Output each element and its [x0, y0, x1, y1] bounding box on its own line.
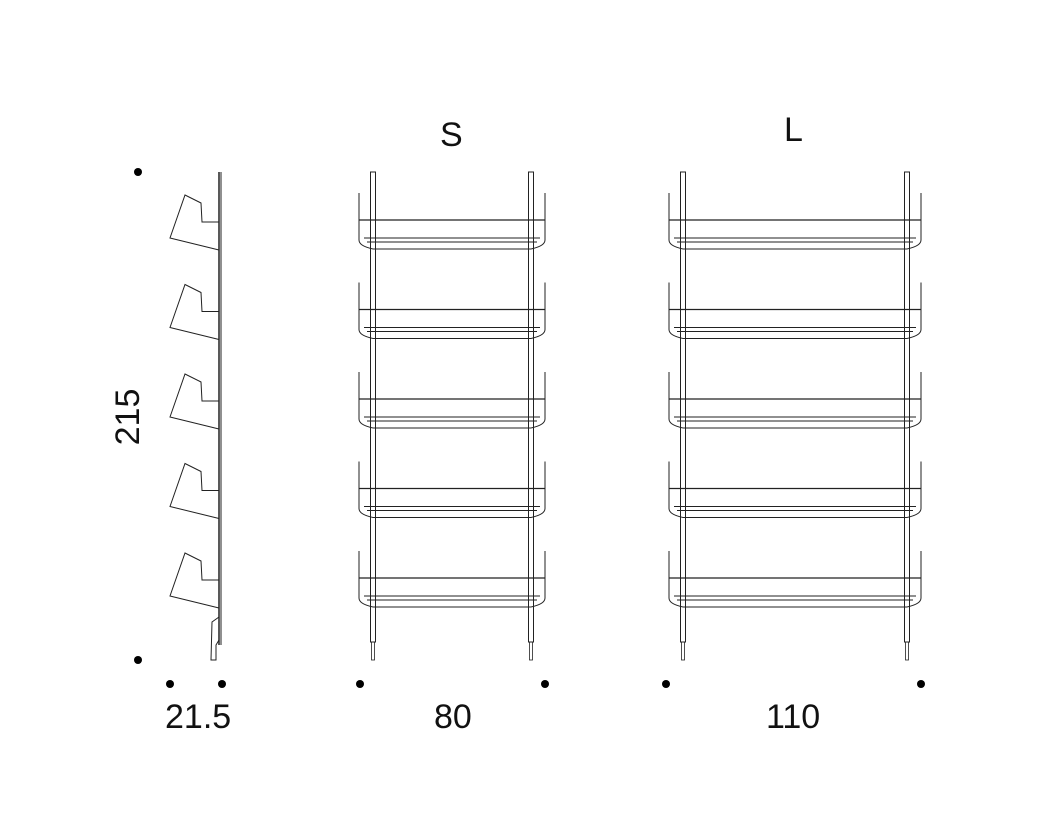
- dimension-dot: [356, 680, 364, 688]
- unit-s-shelf-corner: [530, 597, 546, 608]
- unit-l-shelf-corner: [668, 329, 684, 339]
- side-bracket: [169, 373, 220, 430]
- dimension-dot: [134, 168, 142, 176]
- depth-dimension-label: 21.5: [165, 698, 232, 736]
- unit-s-shelf-corner: [530, 418, 546, 429]
- unit-l-shelf-corner: [668, 597, 684, 608]
- unit-s-shelf-corner: [530, 239, 546, 250]
- unit-l-shelf-corner: [668, 239, 684, 250]
- side-bracket: [169, 552, 220, 609]
- unit-l-shelf-corner: [668, 508, 684, 518]
- model-l-label: L: [784, 111, 803, 149]
- unit-s-shelf-corner: [530, 329, 546, 339]
- unit-l-shelf-corner: [906, 239, 922, 250]
- unit-s-shelf-corner: [358, 597, 374, 608]
- dimension-dot: [218, 680, 226, 688]
- dimension-dot: [662, 680, 670, 688]
- unit-l-post-foot: [681, 641, 685, 661]
- unit-s-shelf-corner: [358, 418, 374, 429]
- side-wall-foot: [210, 616, 220, 661]
- height-dimension-label: 215: [109, 388, 147, 446]
- side-bracket: [169, 462, 220, 519]
- side-bracket: [169, 194, 220, 251]
- unit-l-shelf-corner: [906, 329, 922, 339]
- unit-l-shelf-corner: [906, 418, 922, 429]
- dimension-dot: [541, 680, 549, 688]
- dimension-dot: [917, 680, 925, 688]
- unit-l-shelf-corner: [906, 508, 922, 518]
- model-s-label: S: [440, 116, 463, 154]
- side-bracket: [169, 283, 220, 340]
- unit-s-post-foot: [371, 641, 375, 661]
- width-s-dimension-label: 80: [434, 698, 472, 736]
- unit-s-shelf-corner: [358, 329, 374, 339]
- width-l-dimension-label: 110: [766, 698, 821, 736]
- unit-s-shelf-corner: [358, 239, 374, 250]
- dimension-dot: [134, 656, 142, 664]
- unit-l-post-foot: [905, 641, 909, 661]
- unit-l-shelf-corner: [668, 418, 684, 429]
- unit-l-shelf-corner: [906, 597, 922, 608]
- unit-s-post-foot: [529, 641, 533, 661]
- dimension-dot: [166, 680, 174, 688]
- unit-s-shelf-corner: [530, 508, 546, 518]
- unit-s-shelf-corner: [358, 508, 374, 518]
